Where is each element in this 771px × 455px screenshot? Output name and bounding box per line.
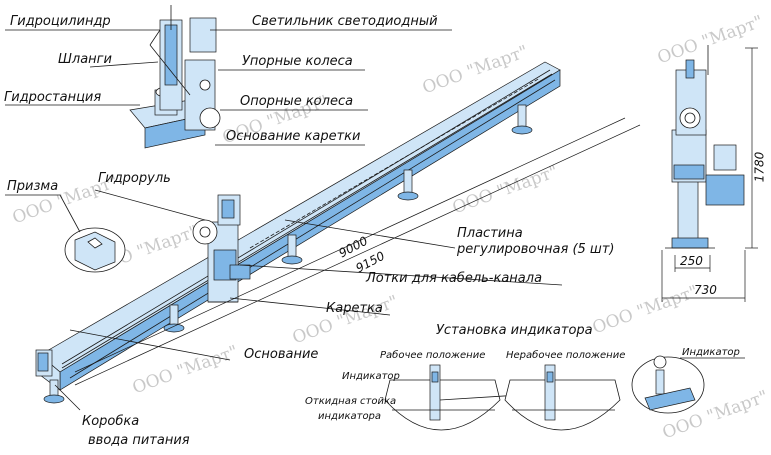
label-led-lamp: Светильник светодиодный — [252, 14, 438, 29]
label-hydrocylinder: Гидроцилиндр — [10, 14, 111, 29]
rail-legs — [43, 104, 533, 404]
label-folding-stand-1: Откидная стойка — [305, 396, 397, 407]
label-hydro-steering: Гидроруль — [98, 171, 171, 186]
label-power-box-1: Коробка — [82, 414, 140, 429]
label-nonworking-position: Нерабочее положение — [506, 350, 626, 361]
dim-730: 730 — [694, 283, 717, 297]
label-indicator-setup: Установка индикатора — [436, 323, 593, 338]
carriage-detail — [129, 5, 221, 149]
side-view — [665, 45, 745, 249]
indicator-nonworking-inset — [504, 364, 621, 431]
label-indicator-a: Индикатор — [342, 371, 400, 382]
label-adjusting-plate-1: Пластина — [457, 226, 523, 241]
label-thrust-wheels: Упорные колеса — [242, 54, 353, 69]
prism-inset — [59, 194, 126, 273]
power-box — [35, 349, 53, 377]
label-hoses: Шланги — [58, 52, 112, 67]
label-support-wheels: Опорные колеса — [240, 94, 354, 109]
label-prism: Призма — [7, 179, 59, 194]
carriage — [192, 194, 251, 303]
label-power-box-2: ввода питания — [88, 433, 190, 448]
label-indicator-b: Индикатор — [682, 347, 740, 358]
label-base: Основание — [244, 347, 319, 362]
indicator-detail-inset — [631, 355, 705, 414]
side-dimensions — [661, 47, 758, 302]
label-carriage: Каретка — [326, 301, 383, 316]
indicator-working-inset — [384, 364, 521, 431]
label-hydrostation: Гидростанция — [4, 90, 102, 105]
dim-1780: 1780 — [752, 151, 767, 183]
length-dimensions — [74, 117, 641, 386]
label-carriage-base: Основание каретки — [226, 129, 361, 144]
label-folding-stand-2: индикатора — [318, 411, 382, 422]
dim-250: 250 — [680, 254, 703, 268]
label-working-position: Рабочее положение — [380, 350, 486, 361]
label-cable-trays: Лотки для кабель-канала — [366, 271, 543, 286]
leader-lines — [5, 29, 745, 411]
label-adjusting-plate-2: регулировочная (5 шт) — [457, 242, 615, 257]
